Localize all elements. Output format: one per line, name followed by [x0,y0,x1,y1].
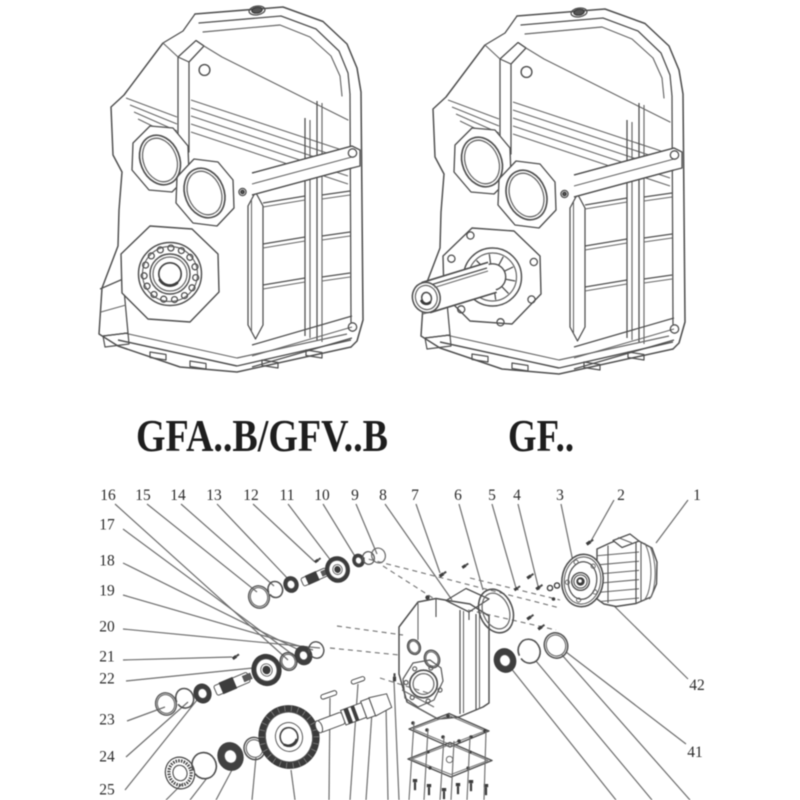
svg-text:25: 25 [99,782,115,799]
svg-text:19: 19 [99,583,115,600]
svg-text:GFA..B/GFV..B: GFA..B/GFV..B [136,411,388,461]
svg-text:21: 21 [99,649,115,666]
svg-text:2: 2 [617,487,625,504]
svg-text:22: 22 [99,671,115,688]
svg-text:3: 3 [556,487,564,504]
svg-text:GF..: GF.. [508,411,574,461]
svg-text:6: 6 [454,487,462,504]
svg-text:5: 5 [488,487,496,504]
svg-text:24: 24 [99,749,115,766]
svg-text:9: 9 [351,487,359,504]
svg-text:4: 4 [513,487,521,504]
svg-text:7: 7 [411,487,419,504]
svg-text:10: 10 [314,487,330,504]
svg-text:14: 14 [170,487,186,504]
svg-text:15: 15 [135,487,151,504]
svg-text:1: 1 [693,487,701,504]
svg-text:8: 8 [379,487,387,504]
svg-text:13: 13 [206,487,222,504]
svg-text:18: 18 [99,553,115,570]
svg-text:20: 20 [99,619,115,636]
svg-text:23: 23 [99,712,115,729]
svg-text:16: 16 [100,487,116,504]
svg-text:42: 42 [689,677,705,694]
svg-text:41: 41 [687,744,703,761]
svg-text:12: 12 [243,487,259,504]
svg-text:17: 17 [99,517,115,534]
svg-text:11: 11 [280,487,295,504]
